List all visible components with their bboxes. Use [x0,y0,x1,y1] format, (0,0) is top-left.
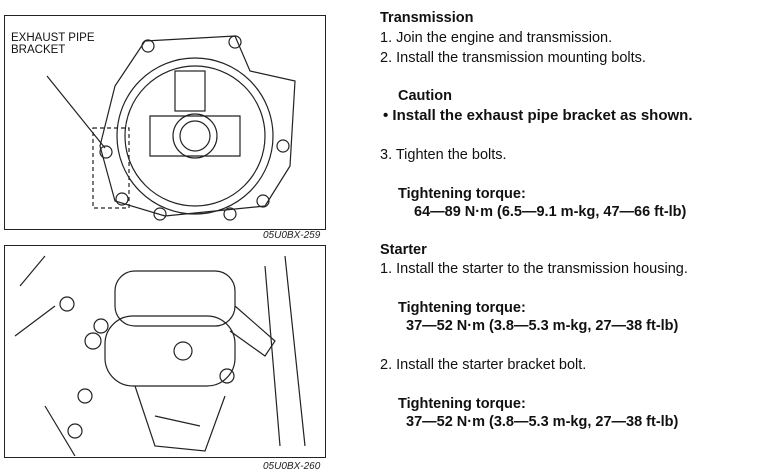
section-heading-starter: Starter [380,242,427,258]
caution-text: • Install the exhaust pipe bracket as sh… [383,107,693,124]
torque-value: 64—89 N·m (6.5—9.1 m-kg, 47—66 ft-lb) [414,204,687,220]
torque-value: 37—52 N·m (3.8—5.3 m-kg, 27—38 ft-lb) [406,414,679,430]
transmission-step-3: 3. Tighten the bolts. [380,147,507,163]
starter-step-2: 2. Install the starter bracket bolt. [380,357,587,373]
torque-label: Tightening torque: [398,396,526,412]
callout-line2: BRACKET [11,44,66,56]
callout-line1: EXHAUST PIPE [11,32,95,44]
torque-value: 37—52 N·m (3.8—5.3 m-kg, 27—38 ft-lb) [406,318,679,334]
figure-caption: 05U0BX-260 [263,461,321,472]
transmission-step-1: 1. Join the engine and transmission. [380,30,613,46]
torque-label: Tightening torque: [398,300,526,316]
figure-caption: 05U0BX-259 [263,230,321,241]
starter-illustration [14,255,306,457]
transmission-housing-illustration [46,35,296,221]
section-heading-transmission: Transmission [380,10,474,26]
figure-starter [4,245,326,458]
starter-step-1: 1. Install the starter to the transmissi… [380,261,688,277]
torque-label: Tightening torque: [398,186,526,202]
transmission-step-2: 2. Install the transmission mounting bol… [380,50,646,66]
caution-heading: Caution [398,88,452,104]
